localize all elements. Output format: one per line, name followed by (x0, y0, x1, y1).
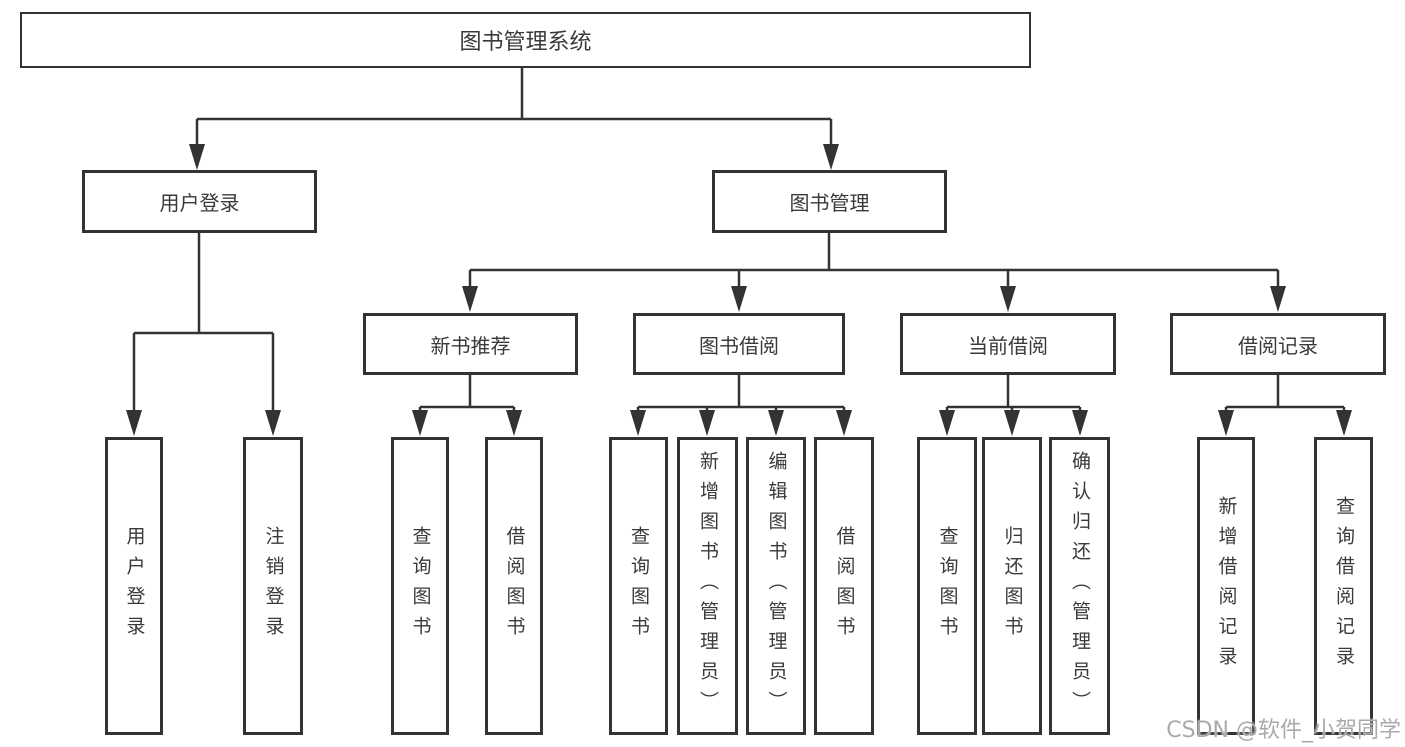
leaf-current-confirm-return-admin: 确认归还（管理员） (1049, 437, 1110, 735)
leaf-recommend-borrow-books: 借阅图书 (485, 437, 543, 735)
leaf-borrowing-query-books: 查询图书 (609, 437, 668, 735)
arrowhead (699, 410, 715, 436)
arrowhead (1270, 286, 1286, 312)
leaf-current-query-books: 查询图书 (917, 437, 977, 735)
arrowhead (1004, 410, 1020, 436)
leaf-records-query-borrow-record: 查询借阅记录 (1314, 437, 1373, 735)
connector-book-management (468, 232, 1280, 288)
leaf-user-login: 用户登录 (105, 437, 163, 735)
leaf-borrowing-borrow-books: 借阅图书 (814, 437, 874, 735)
arrowhead (1218, 410, 1234, 436)
leaf-recommend-query-books: 查询图书 (391, 437, 449, 735)
arrowhead (836, 410, 852, 436)
leaf-records-add-borrow-record: 新增借阅记录 (1197, 437, 1255, 735)
arrowhead (126, 410, 142, 436)
connector-user-login (132, 232, 275, 412)
watermark: CSDN @软件_小贺同学 (1166, 718, 1401, 743)
node-current-borrowing: 当前借阅 (900, 313, 1116, 375)
node-borrowing-records: 借阅记录 (1170, 313, 1386, 375)
node-book-management: 图书管理 (712, 170, 947, 233)
arrowhead (630, 410, 646, 436)
node-user-login: 用户登录 (82, 170, 317, 233)
node-book-borrowing: 图书借阅 (633, 313, 845, 375)
arrowhead (939, 410, 955, 436)
arrowhead (462, 286, 478, 312)
arrowhead (412, 410, 428, 436)
arrowhead (768, 410, 784, 436)
arrowhead (1072, 410, 1088, 436)
node-new-book-recommend: 新书推荐 (363, 313, 578, 375)
leaf-borrowing-edit-books-admin: 编辑图书（管理员） (746, 437, 806, 735)
connector-new-book-recommend (418, 374, 516, 412)
connector-root (195, 67, 833, 146)
arrowhead (506, 410, 522, 436)
arrowhead (731, 286, 747, 312)
leaf-borrowing-add-books-admin: 新增图书（管理员） (677, 437, 738, 735)
arrowhead (1336, 410, 1352, 436)
arrowhead (189, 144, 205, 170)
node-root: 图书管理系统 (20, 12, 1031, 68)
arrowhead (265, 410, 281, 436)
connector-borrowing-records (1224, 374, 1346, 412)
arrowhead (1000, 286, 1016, 312)
connector-current-borrowing (945, 374, 1082, 412)
connector-book-borrowing (636, 374, 846, 412)
arrowhead (823, 144, 839, 170)
leaf-logout-login: 注销登录 (243, 437, 303, 735)
leaf-current-return-books: 归还图书 (982, 437, 1042, 735)
